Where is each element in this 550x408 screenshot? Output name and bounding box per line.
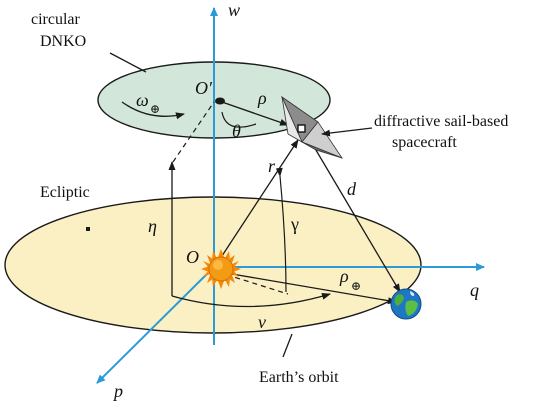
rho-earth-vector — [231, 273, 397, 305]
rho-earth-subscript: ⊕ — [351, 279, 361, 293]
omega-label: ω — [136, 90, 149, 110]
earth-icon — [390, 288, 422, 320]
d-label: d — [347, 179, 357, 199]
r-label: r — [268, 156, 276, 176]
sail-spacecraft-icon — [281, 95, 344, 159]
rho-vector — [221, 101, 289, 126]
gamma-label: γ — [290, 214, 299, 234]
theta-label: θ — [232, 121, 241, 141]
earth-orbit-pointer — [282, 333, 293, 358]
sail-label-line2: spacecraft — [392, 134, 457, 151]
q-axis-label: q — [470, 280, 479, 300]
o-prime-point — [215, 97, 225, 105]
nu-label: ν — [258, 312, 266, 332]
origin-label: O — [186, 247, 199, 267]
omega-subscript: ⊕ — [150, 102, 160, 116]
sail-label-line1: diffractive sail-based — [374, 113, 508, 130]
p-axis — [96, 266, 215, 384]
r-vector — [217, 139, 299, 263]
gamma-arc — [275, 167, 287, 293]
ecliptic-marker — [86, 227, 90, 231]
rho-label: ρ — [257, 88, 267, 108]
nu-arc — [171, 292, 331, 308]
omega-arc — [121, 101, 185, 120]
w-axis-label: w — [228, 0, 240, 20]
dnko-label: DNKO — [40, 33, 86, 50]
sail-pointer — [321, 127, 373, 137]
rho-earth-label: ρ — [339, 266, 349, 286]
circular-label: circular — [31, 11, 81, 28]
o-prime-label: O′ — [195, 78, 213, 98]
dnko-pointer — [109, 52, 147, 73]
p-axis-label: p — [112, 381, 123, 401]
theta-arc — [221, 111, 257, 128]
eta-dashed — [172, 101, 215, 163]
ecliptic-label: Ecliptic — [40, 184, 90, 201]
eta-label: η — [148, 216, 157, 236]
earth-orbit-label: Earth’s orbit — [259, 369, 339, 386]
sun-icon — [201, 249, 241, 289]
d-vector — [309, 139, 401, 293]
